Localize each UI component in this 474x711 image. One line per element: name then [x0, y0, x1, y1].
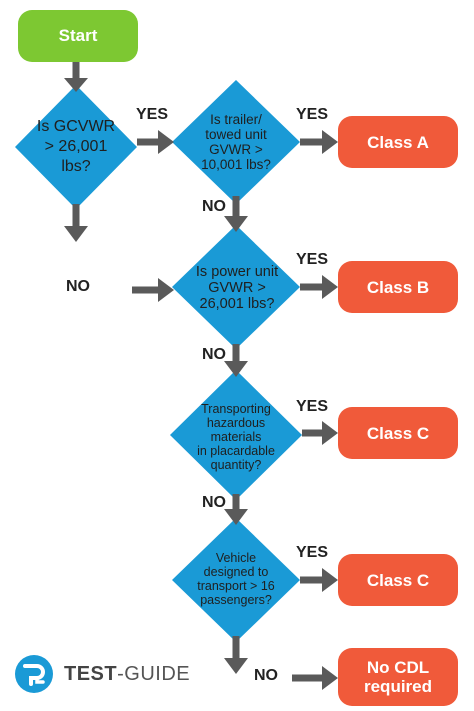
question-5: Vehicle designed to transport > 16 passe… [186, 546, 286, 612]
question-5-line: passengers? [200, 593, 272, 607]
result-label: Class C [366, 423, 430, 443]
arrowhead-q3-yes [322, 275, 338, 299]
result-no-cdl: No CDL required [338, 648, 458, 706]
arrowhead-q1-no [64, 226, 88, 242]
question-4: Transporting hazardous materials in plac… [180, 402, 292, 472]
arrowhead-start-to-q1 [64, 78, 88, 92]
question-3-line: GVWR > [208, 280, 266, 296]
result-label: Class B [366, 277, 430, 297]
result-class-c-hazmat: Class C [338, 407, 458, 459]
brand-name: TEST-GUIDE [64, 663, 190, 686]
decision-diamond-3 [172, 225, 300, 349]
decision-diamond-2 [172, 80, 300, 204]
question-1-line: Is GCVWR [36, 118, 116, 135]
arrowhead-no-to-q3 [158, 278, 174, 302]
arrowhead-q2-yes [322, 130, 338, 154]
question-5-line: transport > 16 [197, 579, 275, 593]
arrowhead-q5-no [224, 658, 248, 674]
result-label: Class A [367, 132, 429, 152]
arrowhead-q4-yes [322, 421, 338, 445]
question-2-line: GVWR > [209, 142, 263, 157]
question-2: Is trailer/ towed unit GVWR > 10,001 lbs… [190, 106, 282, 178]
question-1-line: lbs? [61, 158, 91, 175]
arrowhead-q4-no [224, 509, 248, 525]
start-node: Start [18, 10, 138, 62]
question-3-line: Is power unit [195, 264, 279, 280]
no-label-q2: NO [202, 198, 226, 215]
yes-label-q1: YES [136, 106, 169, 123]
result-label: Class C [366, 570, 430, 590]
question-2-line: towed unit [205, 127, 267, 142]
question-4-line: hazardous materials [206, 416, 266, 444]
result-class-b: Class B [338, 261, 458, 313]
question-2-line: Is trailer/ [210, 112, 262, 127]
result-class-c-passengers: Class C [338, 554, 458, 606]
no-label-q1: NO [66, 278, 90, 295]
yes-label-q5: YES [296, 544, 329, 561]
decision-diamond-4 [170, 370, 302, 500]
brand-name-part1: TEST [64, 662, 118, 685]
question-3: Is power unit GVWR > 26,001 lbs? [188, 258, 286, 318]
no-label-q5: NO [254, 667, 278, 684]
arrowhead-q5-yes [322, 568, 338, 592]
arrowhead-no-to-r5 [322, 666, 338, 690]
no-label-q4: NO [202, 494, 226, 511]
question-2-line: 10,001 lbs? [201, 157, 271, 172]
decision-diamond-1 [15, 85, 137, 209]
question-4-line: in placardable [197, 444, 275, 458]
arrowhead-q2-no [224, 216, 248, 232]
question-5-line: Vehicle [215, 551, 257, 565]
result-label: required [363, 677, 433, 696]
question-4-line: quantity? [210, 458, 262, 472]
yes-label-q2: YES [296, 106, 329, 123]
yes-label-q3: YES [296, 251, 329, 268]
test-guide-logo-icon [15, 655, 53, 693]
arrowhead-q1-yes [158, 130, 174, 154]
question-1-line: > 26,001 [44, 138, 108, 155]
decision-diamond-5 [172, 518, 300, 642]
result-label: No CDL [366, 658, 430, 677]
brand: TEST-GUIDE [14, 654, 190, 694]
question-4-line: Transporting [201, 402, 271, 416]
result-class-a: Class A [338, 116, 458, 168]
yes-label-q4: YES [296, 398, 329, 415]
question-3-line: 26,001 lbs? [199, 296, 275, 312]
question-5-line: designed to [203, 565, 269, 579]
arrowhead-q3-no [224, 361, 248, 377]
no-label-q3: NO [202, 346, 226, 363]
start-label: Start [58, 26, 98, 45]
brand-name-part2: -GUIDE [117, 662, 191, 685]
question-1: Is GCVWR > 26,001 lbs? [30, 104, 122, 190]
